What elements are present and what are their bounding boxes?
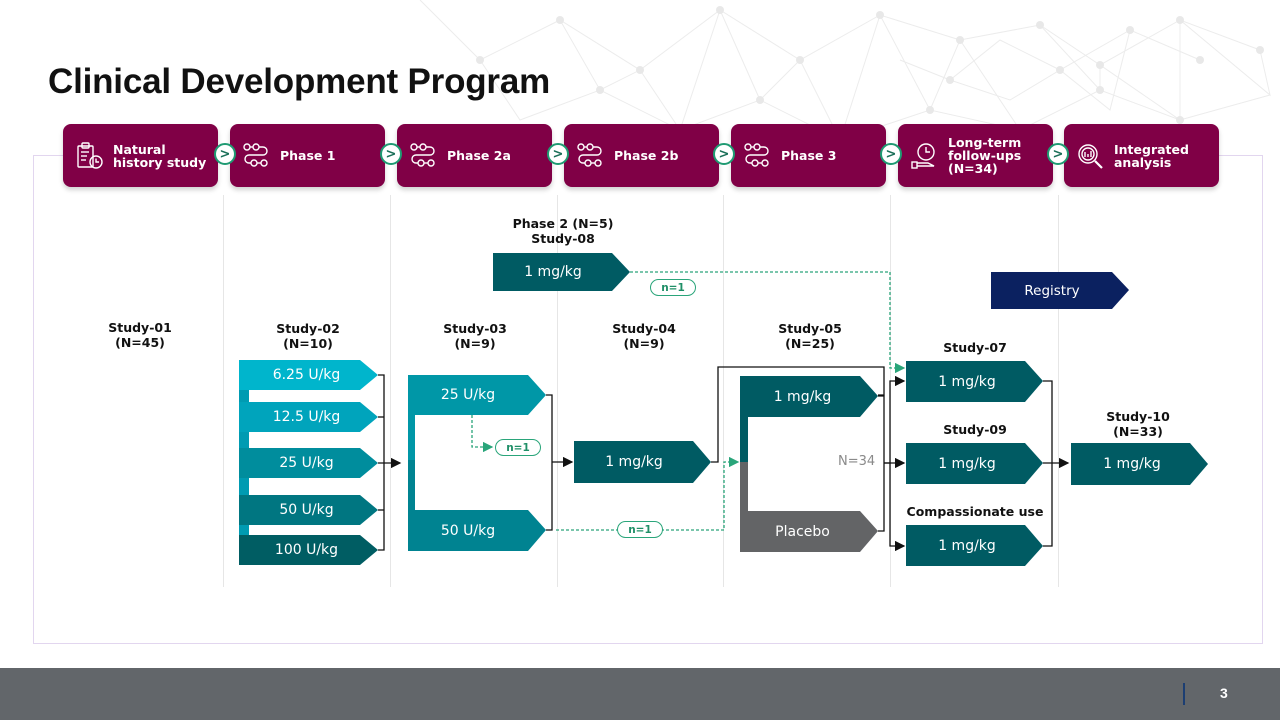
study03-label: Study-03 (N=9) xyxy=(443,321,507,351)
network-background-decoration xyxy=(419,0,1271,142)
analysis-magnifier-icon xyxy=(1072,138,1108,174)
study01-label: Study-01 (N=45) xyxy=(108,320,172,350)
page-title: Clinical Development Program xyxy=(48,62,551,101)
phase-label: Integrated analysis xyxy=(1114,141,1189,170)
phase-natural-history[interactable]: Natural history study xyxy=(63,124,218,187)
workflow-icon xyxy=(238,138,274,174)
column-divider xyxy=(1058,195,1059,587)
footer-divider xyxy=(1183,683,1185,705)
compassionate-label: Compassionate use xyxy=(906,504,1044,519)
column-divider xyxy=(890,195,891,587)
column-divider xyxy=(390,195,391,587)
chevron-right-icon: > xyxy=(380,143,402,165)
phase-label: Phase 2b xyxy=(614,148,679,163)
phase-2b[interactable]: Phase 2b xyxy=(564,124,719,187)
study07-arm: 1 mg/kg xyxy=(938,373,996,390)
column-divider xyxy=(557,195,558,587)
chevron-right-icon: > xyxy=(547,143,569,165)
chevron-right-icon: > xyxy=(214,143,236,165)
transfer-pill: n=1 xyxy=(495,439,541,456)
study08-arm: 1 mg/kg xyxy=(524,264,582,280)
phase-long-term-follow-ups[interactable]: Long-term follow-ups (N=34) xyxy=(898,124,1053,187)
phase-label: Natural history study xyxy=(113,141,207,170)
phase-label: Long-term follow-ups (N=34) xyxy=(948,135,1022,176)
study09-label: Study-09 xyxy=(943,422,1007,437)
chevron-right-icon: > xyxy=(713,143,735,165)
workflow-icon xyxy=(739,138,775,174)
phase-integrated-analysis[interactable]: Integrated analysis xyxy=(1064,124,1219,187)
study02-arm-25: 25 U/kg xyxy=(279,455,334,471)
phase-2a[interactable]: Phase 2a xyxy=(397,124,552,187)
phase-label: Phase 3 xyxy=(781,148,837,163)
compassionate-arm: 1 mg/kg xyxy=(938,537,996,554)
workflow-icon xyxy=(572,138,608,174)
study03-arm-25: 25 U/kg xyxy=(440,387,496,403)
study09-arm: 1 mg/kg xyxy=(938,455,996,472)
study02-label: Study-02 (N=10) xyxy=(276,321,340,351)
study04-label: Study-04 (N=9) xyxy=(612,321,676,351)
clipboard-clock-icon xyxy=(71,138,107,174)
study05-label: Study-05 (N=25) xyxy=(778,321,842,351)
page-number: 3 xyxy=(1220,685,1228,701)
phase-3[interactable]: Phase 3 xyxy=(731,124,886,187)
study02-arm-6.25: 6.25 U/kg xyxy=(272,367,341,383)
study07-label: Study-07 xyxy=(943,340,1007,355)
transfer-pill: n=1 xyxy=(650,279,696,296)
chevron-right-icon: > xyxy=(880,143,902,165)
phase-label: Phase 2a xyxy=(447,148,511,163)
phase-label: Phase 1 xyxy=(280,148,336,163)
study05-arm-placebo: Placebo xyxy=(775,523,830,540)
study02-arm-100: 100 U/kg xyxy=(274,542,339,558)
phase-1[interactable]: Phase 1 xyxy=(230,124,385,187)
study05-arm-active: 1 mg/kg xyxy=(773,388,832,405)
study03-arm-50: 50 U/kg xyxy=(440,522,496,539)
study08-label: Phase 2 (N=5) Study-08 xyxy=(512,216,614,246)
study04-arm: 1 mg/kg xyxy=(605,454,663,470)
registry-label: Registry xyxy=(1024,282,1080,299)
study02-arm-50: 50 U/kg xyxy=(279,502,334,518)
study05-total: N=34 xyxy=(838,454,876,469)
footer-bar: 3 xyxy=(0,668,1280,720)
column-divider xyxy=(223,195,224,587)
study02-arm-12.5: 12.5 U/kg xyxy=(272,409,341,425)
study10-arm: 1 mg/kg xyxy=(1103,456,1161,472)
diagram-frame xyxy=(33,155,1263,644)
study10-label: Study-10 (N=33) xyxy=(1106,409,1170,439)
workflow-icon xyxy=(405,138,441,174)
column-divider xyxy=(723,195,724,587)
chevron-right-icon: > xyxy=(1047,143,1069,165)
clock-hand-icon xyxy=(906,138,942,174)
transfer-pill: n=1 xyxy=(617,521,663,538)
